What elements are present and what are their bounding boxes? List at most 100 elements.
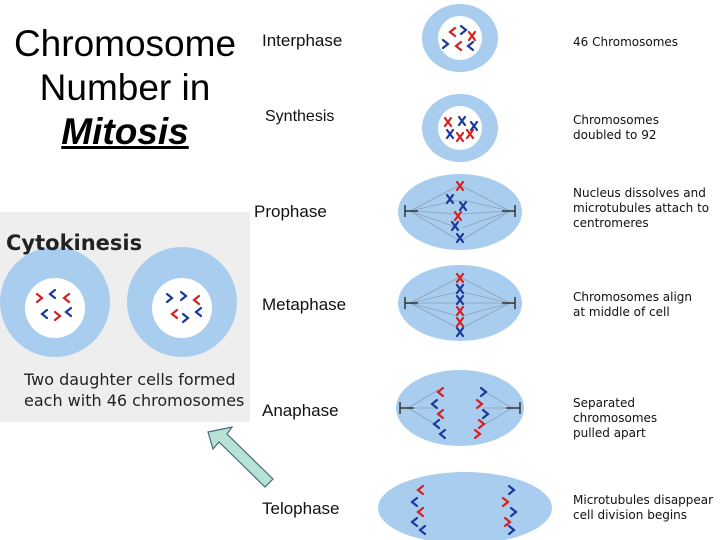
desc-line: 46 Chromosomes — [573, 35, 679, 49]
chromosome-mark — [459, 24, 468, 36]
desc-line: Chromosomes — [573, 113, 659, 127]
chromosome-mark — [466, 40, 475, 52]
title-line-2: Number in — [39, 67, 211, 108]
cytokinesis-desc-line: each with 46 chromosomes — [24, 391, 245, 410]
chromosome-mark — [418, 524, 427, 536]
chromosome-mark — [503, 516, 512, 528]
chromosome-mark — [410, 496, 419, 508]
chromosome-mark — [64, 306, 73, 318]
chromosome-mark — [475, 398, 484, 410]
chromosome-mark — [410, 516, 419, 528]
chromosome-mark — [436, 386, 445, 398]
prophase-poles — [404, 205, 516, 217]
chromosome-mark — [473, 428, 482, 440]
chromosome-mark — [455, 294, 465, 306]
chromosome-mark — [455, 326, 465, 338]
chromosome-mark — [481, 408, 490, 420]
desc-metaphase: Chromosomes align at middle of cell — [573, 290, 718, 320]
desc-line: Nucleus dissolves and — [573, 186, 706, 200]
chromosome-mark — [455, 316, 465, 328]
phase-label-anaphase: Anaphase — [262, 401, 339, 420]
chromosome-mark — [454, 40, 463, 52]
chromosome-mark — [445, 128, 455, 140]
desc-line: at middle of cell — [573, 305, 670, 319]
anaphase-poles — [399, 402, 521, 414]
phase-label-interphase: Interphase — [262, 31, 343, 50]
chromosome-mark — [430, 398, 439, 410]
desc-line: Chromosomes align — [573, 290, 693, 304]
cell-telophase — [378, 472, 552, 540]
chromosome-mark — [443, 116, 453, 128]
desc-telophase: Microtubules disappear cell division beg… — [573, 493, 718, 523]
chromosome-mark — [455, 283, 465, 295]
cell-metaphase — [398, 265, 522, 341]
chromosome-mark — [53, 310, 62, 322]
phase-label-synthesis: Synthesis — [265, 108, 335, 125]
chromosome-mark — [509, 506, 518, 518]
title-line-1: Chromosome — [13, 23, 237, 64]
chromosome-mark — [192, 294, 201, 306]
chromosome-mark — [438, 428, 447, 440]
phase-label-metaphase: Metaphase — [262, 295, 347, 314]
desc-line: cell division begins — [573, 508, 688, 522]
chromosome-mark — [507, 524, 516, 536]
chromosome-mark — [40, 308, 49, 320]
chromosome-mark — [194, 306, 203, 318]
chromosome-mark — [455, 272, 465, 284]
cytokinesis-title: Cytokinesis — [6, 231, 143, 255]
cell-interphase — [422, 4, 498, 72]
chromosome-mark — [469, 120, 479, 132]
desc-line: doubled to 92 — [573, 128, 657, 142]
chromosome-mark — [455, 131, 465, 143]
chromosome-mark — [165, 292, 174, 304]
arrow-to-cytokinesis — [207, 426, 274, 488]
phase-label-prophase: Prophase — [254, 202, 327, 221]
desc-anaphase: Separated chromosomes pulled apart — [573, 396, 718, 441]
daughter-cell-left — [0, 247, 110, 357]
desc-synthesis: Chromosomes doubled to 92 — [573, 113, 718, 143]
desc-line: centromeres — [573, 216, 649, 230]
chromosome-mark — [170, 308, 179, 320]
chromosome-mark — [479, 386, 488, 398]
cell-anaphase — [396, 370, 524, 446]
metaphase-poles — [404, 297, 516, 309]
desc-prophase: Nucleus dissolves and microtubules attac… — [573, 186, 718, 231]
desc-line: Separated chromosomes — [573, 396, 658, 425]
chromosome-mark — [453, 210, 463, 222]
phase-label-telophase: Telophase — [262, 499, 340, 518]
desc-interphase: 46 Chromosomes — [573, 35, 718, 50]
chromosome-mark — [465, 128, 475, 140]
page-title: Chromosome Number in Mitosis — [0, 22, 250, 154]
chromosome-mark — [432, 418, 441, 430]
chromosome-mark — [455, 180, 465, 192]
chromosome-mark — [441, 38, 450, 50]
chromosome-mark — [455, 305, 465, 317]
chromosome-mark — [455, 232, 465, 244]
chromosome-mark — [458, 200, 468, 212]
chromosome-mark — [467, 30, 477, 42]
title-line-3: Mitosis — [61, 111, 189, 152]
desc-line: pulled apart — [573, 426, 646, 440]
cytokinesis-desc-line: Two daughter cells formed — [24, 370, 236, 389]
chromosome-mark — [450, 220, 460, 232]
desc-line: Microtubules disappear — [573, 493, 714, 507]
chromosome-mark — [62, 292, 71, 304]
chromosome-mark — [457, 115, 467, 127]
chromosome-mark — [477, 418, 486, 430]
chromosome-mark — [35, 292, 44, 304]
chromosome-mark — [416, 484, 425, 496]
daughter-cell-right — [127, 247, 237, 357]
cell-synthesis — [422, 94, 498, 162]
desc-line: microtubules attach to — [573, 201, 710, 215]
chromosome-mark — [501, 496, 510, 508]
chromosome-mark — [181, 312, 190, 324]
chromosome-mark — [448, 26, 457, 38]
cytokinesis-description: Two daughter cells formed each with 46 c… — [24, 369, 244, 411]
chromosome-mark — [445, 193, 455, 205]
chromosome-mark — [48, 288, 57, 300]
chromosome-mark — [179, 290, 188, 302]
chromosome-mark — [507, 484, 516, 496]
chromosome-marks — [35, 24, 518, 536]
chromosome-mark — [416, 506, 425, 518]
